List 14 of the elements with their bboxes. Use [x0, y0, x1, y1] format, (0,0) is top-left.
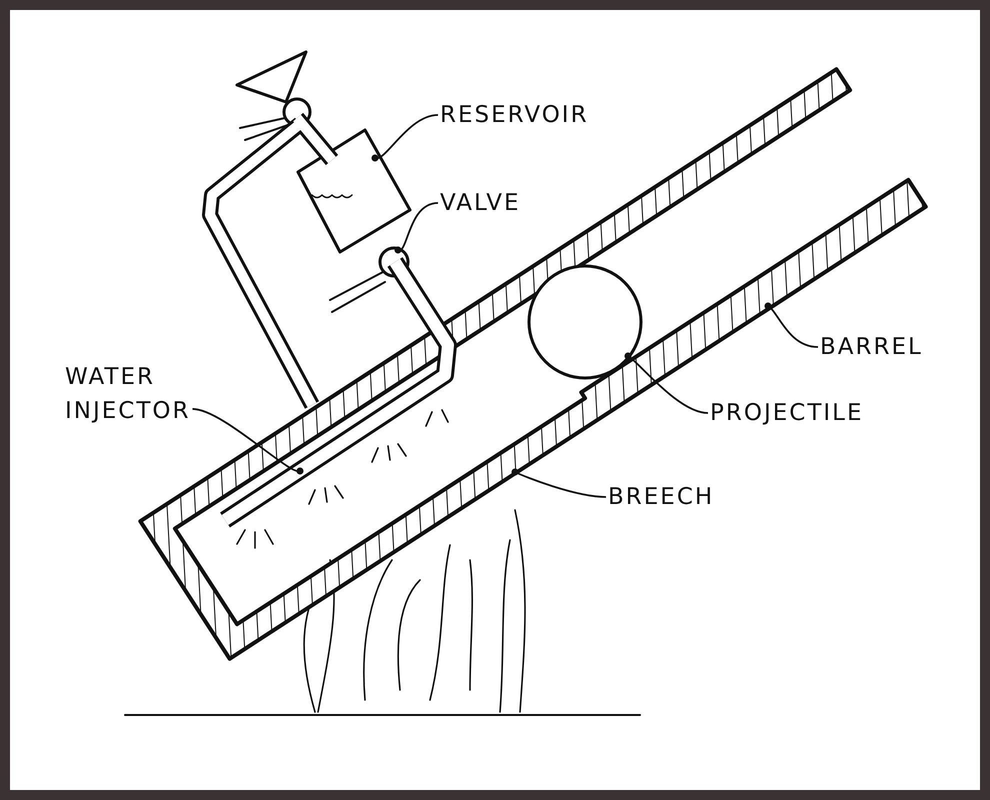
callout-label: BARREL: [820, 330, 923, 364]
leader-line: [372, 114, 438, 162]
leader-line: [394, 202, 438, 254]
callout-label: PROJECTILE: [710, 396, 864, 430]
leader-line: [192, 408, 304, 474]
callout-label: RESERVOIR: [440, 98, 589, 132]
callout-label: VALVE: [440, 186, 521, 220]
leader-line: [624, 352, 708, 414]
callout-label: BREECH: [608, 480, 714, 514]
projectile-ball: [528, 264, 642, 380]
reservoir-tank: [296, 128, 412, 254]
callout-label: WATER INJECTOR: [65, 360, 190, 428]
leader-line: [764, 302, 818, 348]
leader-line: [512, 468, 606, 498]
